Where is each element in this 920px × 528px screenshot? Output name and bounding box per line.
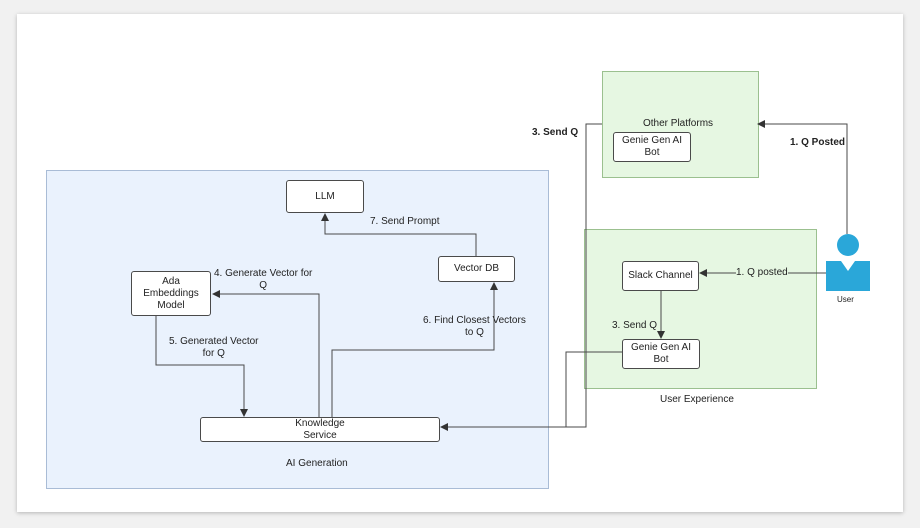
edge-label-send-prompt: 7. Send Prompt (370, 216, 440, 227)
user-experience-label: User Experience (660, 394, 734, 405)
edge-label-generated-vector: 5. Generated Vector for Q (169, 336, 259, 359)
user-icon[interactable] (826, 233, 870, 291)
genie-gen-ai-bot-other-node[interactable]: Genie Gen AI Bot (613, 132, 691, 162)
edge-label-generate-vector: 4. Generate Vector for Q (214, 268, 313, 291)
vector-db-node[interactable]: Vector DB (438, 256, 515, 282)
ada-embeddings-model-node[interactable]: Ada Embeddings Model (131, 271, 211, 316)
user-head (837, 234, 859, 256)
knowledge-service-node-text: Knowledge Service (295, 417, 345, 441)
ai-generation-label: AI Generation (286, 458, 348, 469)
vector-db-node-text: Vector DB (453, 263, 500, 274)
edge-label-send-q-slack: 3. Send Q (612, 320, 658, 331)
genie-gen-ai-bot-other-node-text: Genie Gen AI Bot (621, 135, 683, 158)
genie-gen-ai-bot-node-text: Genie Gen AI Bot (630, 342, 692, 365)
slack-channel-node[interactable]: Slack Channel (622, 261, 699, 291)
genie-gen-ai-bot-node[interactable]: Genie Gen AI Bot (622, 339, 700, 369)
slack-channel-node-text: Slack Channel (628, 270, 693, 281)
edge-label-send-q-top: 3. Send Q (532, 127, 579, 138)
user-experience-region (584, 229, 817, 389)
user-label: User (837, 295, 854, 304)
edge-label-find-closest: 6. Find Closest Vectors to Q (423, 315, 526, 338)
knowledge-service-node[interactable]: Knowledge Service (200, 417, 440, 442)
ada-embeddings-model-node-text: Ada Embeddings Model (143, 275, 199, 311)
edge-label-q-posted-slack: 1. Q posted (736, 267, 788, 279)
other-platforms-label: Other Platforms (643, 118, 714, 129)
llm-node-text: LLM (315, 190, 335, 202)
llm-node[interactable]: LLM (286, 180, 364, 213)
edge-label-q-posted-top: 1. Q Posted (790, 137, 846, 148)
user-body (826, 261, 870, 291)
